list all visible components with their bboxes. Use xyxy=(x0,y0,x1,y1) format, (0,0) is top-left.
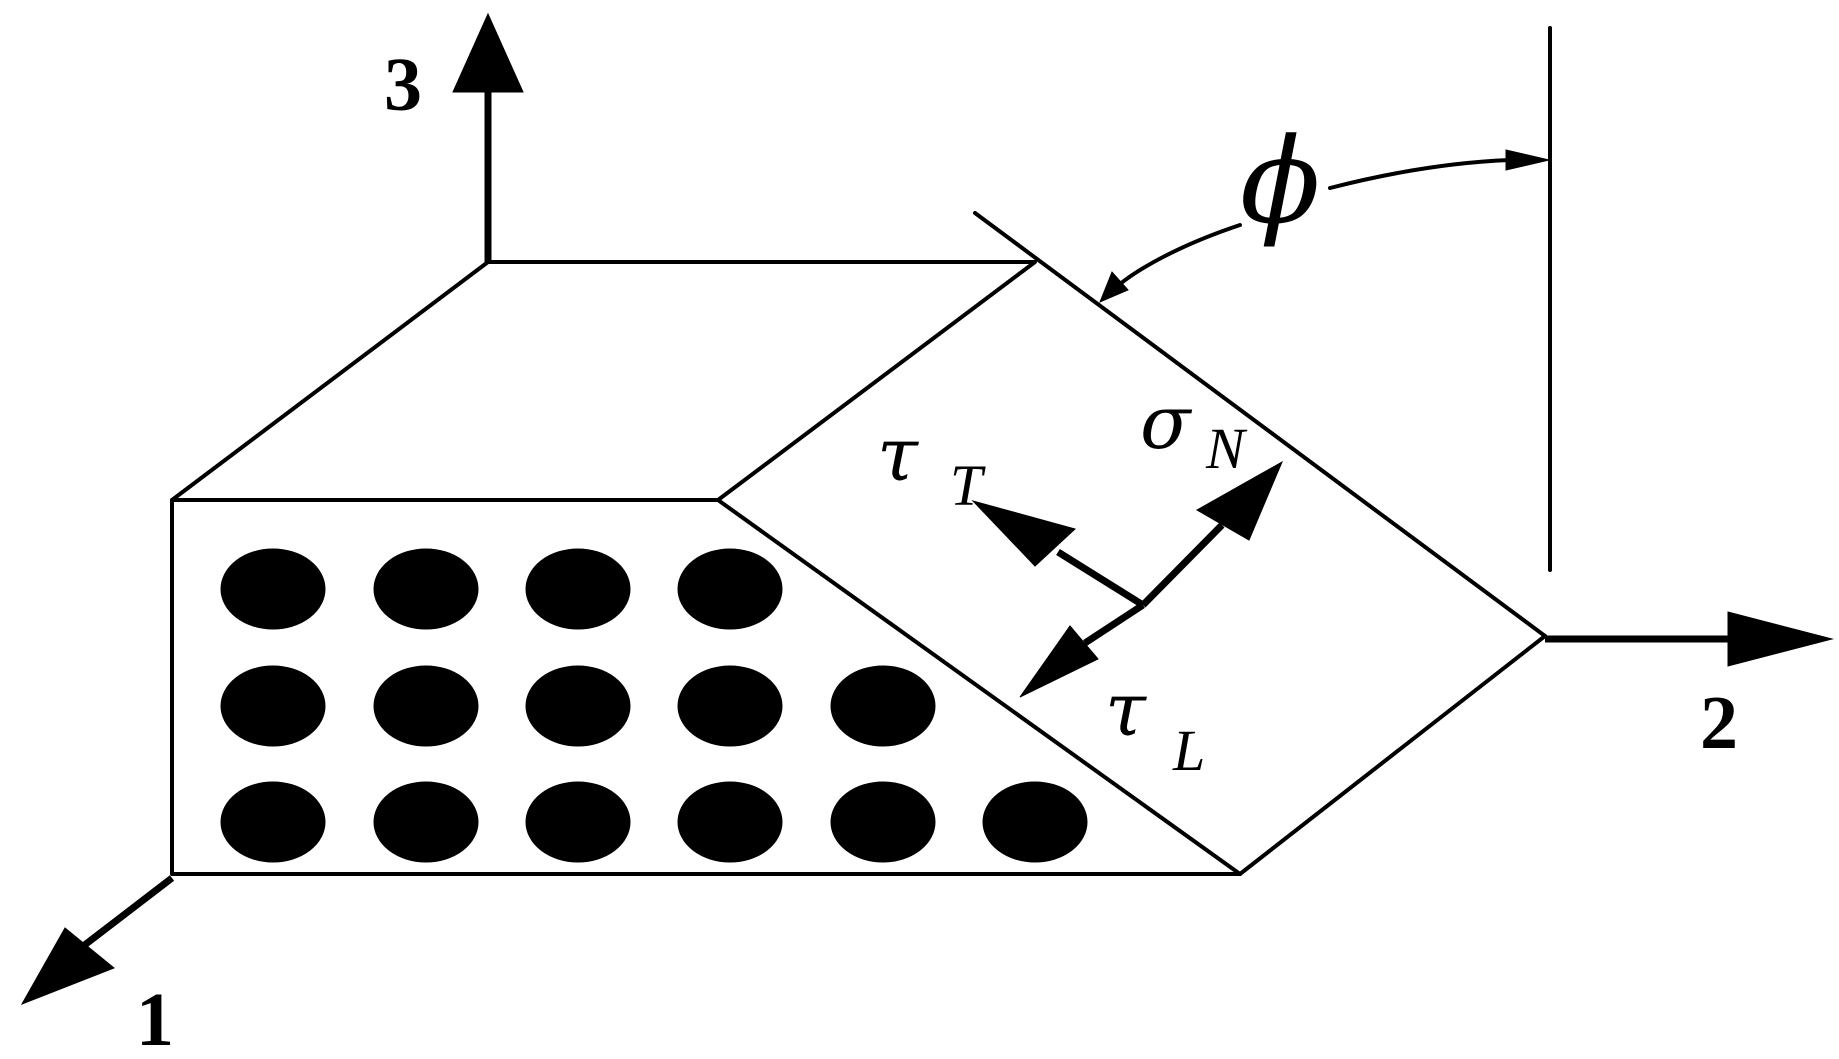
sigma-n-arrow-shaft xyxy=(1140,522,1225,608)
axis-2-arrowhead xyxy=(1727,611,1834,667)
fiber xyxy=(220,665,326,747)
sigma-n-subscript: N xyxy=(1205,416,1248,481)
fracture-plane-top-edge xyxy=(973,211,1547,638)
top-face-edge xyxy=(170,260,1037,502)
axis-1-label: 1 xyxy=(136,978,174,1059)
angle-phi-label: ϕ xyxy=(1240,112,1320,250)
axis-3-arrowhead xyxy=(452,12,524,93)
front-face-edge xyxy=(170,498,1242,876)
axis-1-arrowhead xyxy=(20,927,115,1005)
tau-l-arrow-shaft xyxy=(1083,602,1145,646)
fiber xyxy=(830,665,936,747)
fiber xyxy=(373,665,479,747)
fiber xyxy=(677,665,783,747)
tau-l-subscript: L xyxy=(1172,718,1205,783)
tau-t-arrow-shaft xyxy=(1056,549,1145,608)
tau-l-symbol: τ xyxy=(1105,667,1147,753)
fiber xyxy=(220,781,326,863)
fracture-plane-front-edge xyxy=(716,498,1242,876)
block-outline xyxy=(170,26,1552,876)
sigma-n-arrowhead xyxy=(1195,460,1284,541)
fiber xyxy=(525,665,631,747)
sigma-n-symbol: σ xyxy=(1140,380,1193,466)
tau-l-arrowhead xyxy=(1019,625,1099,698)
fiber xyxy=(677,548,783,630)
fiber xyxy=(373,781,479,863)
fiber xyxy=(220,548,326,630)
angle-arc-left xyxy=(1118,223,1242,286)
stress-sigma-n: σ N xyxy=(1140,380,1284,608)
tau-t-symbol: τ xyxy=(877,412,919,498)
axis-2: 2 xyxy=(1545,611,1834,765)
angle-arc-right-arrowhead xyxy=(1505,149,1550,171)
tau-t-subscript: T xyxy=(950,453,986,518)
axis-1-shaft xyxy=(79,875,175,950)
axis-1: 1 xyxy=(20,875,175,1059)
fiber xyxy=(677,781,783,863)
tau-t-arrowhead xyxy=(971,500,1077,567)
fiber xyxy=(830,781,936,863)
block-right-edge xyxy=(1238,634,1547,876)
angle-phi-indicator: ϕ xyxy=(1099,112,1550,303)
fiber xyxy=(373,548,479,630)
angle-arc-right xyxy=(1328,158,1512,190)
stress-tau-l: τ L xyxy=(1019,602,1205,783)
axis-2-label: 2 xyxy=(1700,681,1738,765)
angle-arc-left-arrowhead xyxy=(1099,271,1129,303)
axis-3: 3 xyxy=(384,12,524,262)
fiber xyxy=(525,781,631,863)
fiber-pattern xyxy=(220,548,1088,863)
fiber xyxy=(525,548,631,630)
axis-3-label: 3 xyxy=(384,43,422,127)
fiber xyxy=(982,781,1088,863)
stress-tau-t: τ T xyxy=(877,412,1145,608)
